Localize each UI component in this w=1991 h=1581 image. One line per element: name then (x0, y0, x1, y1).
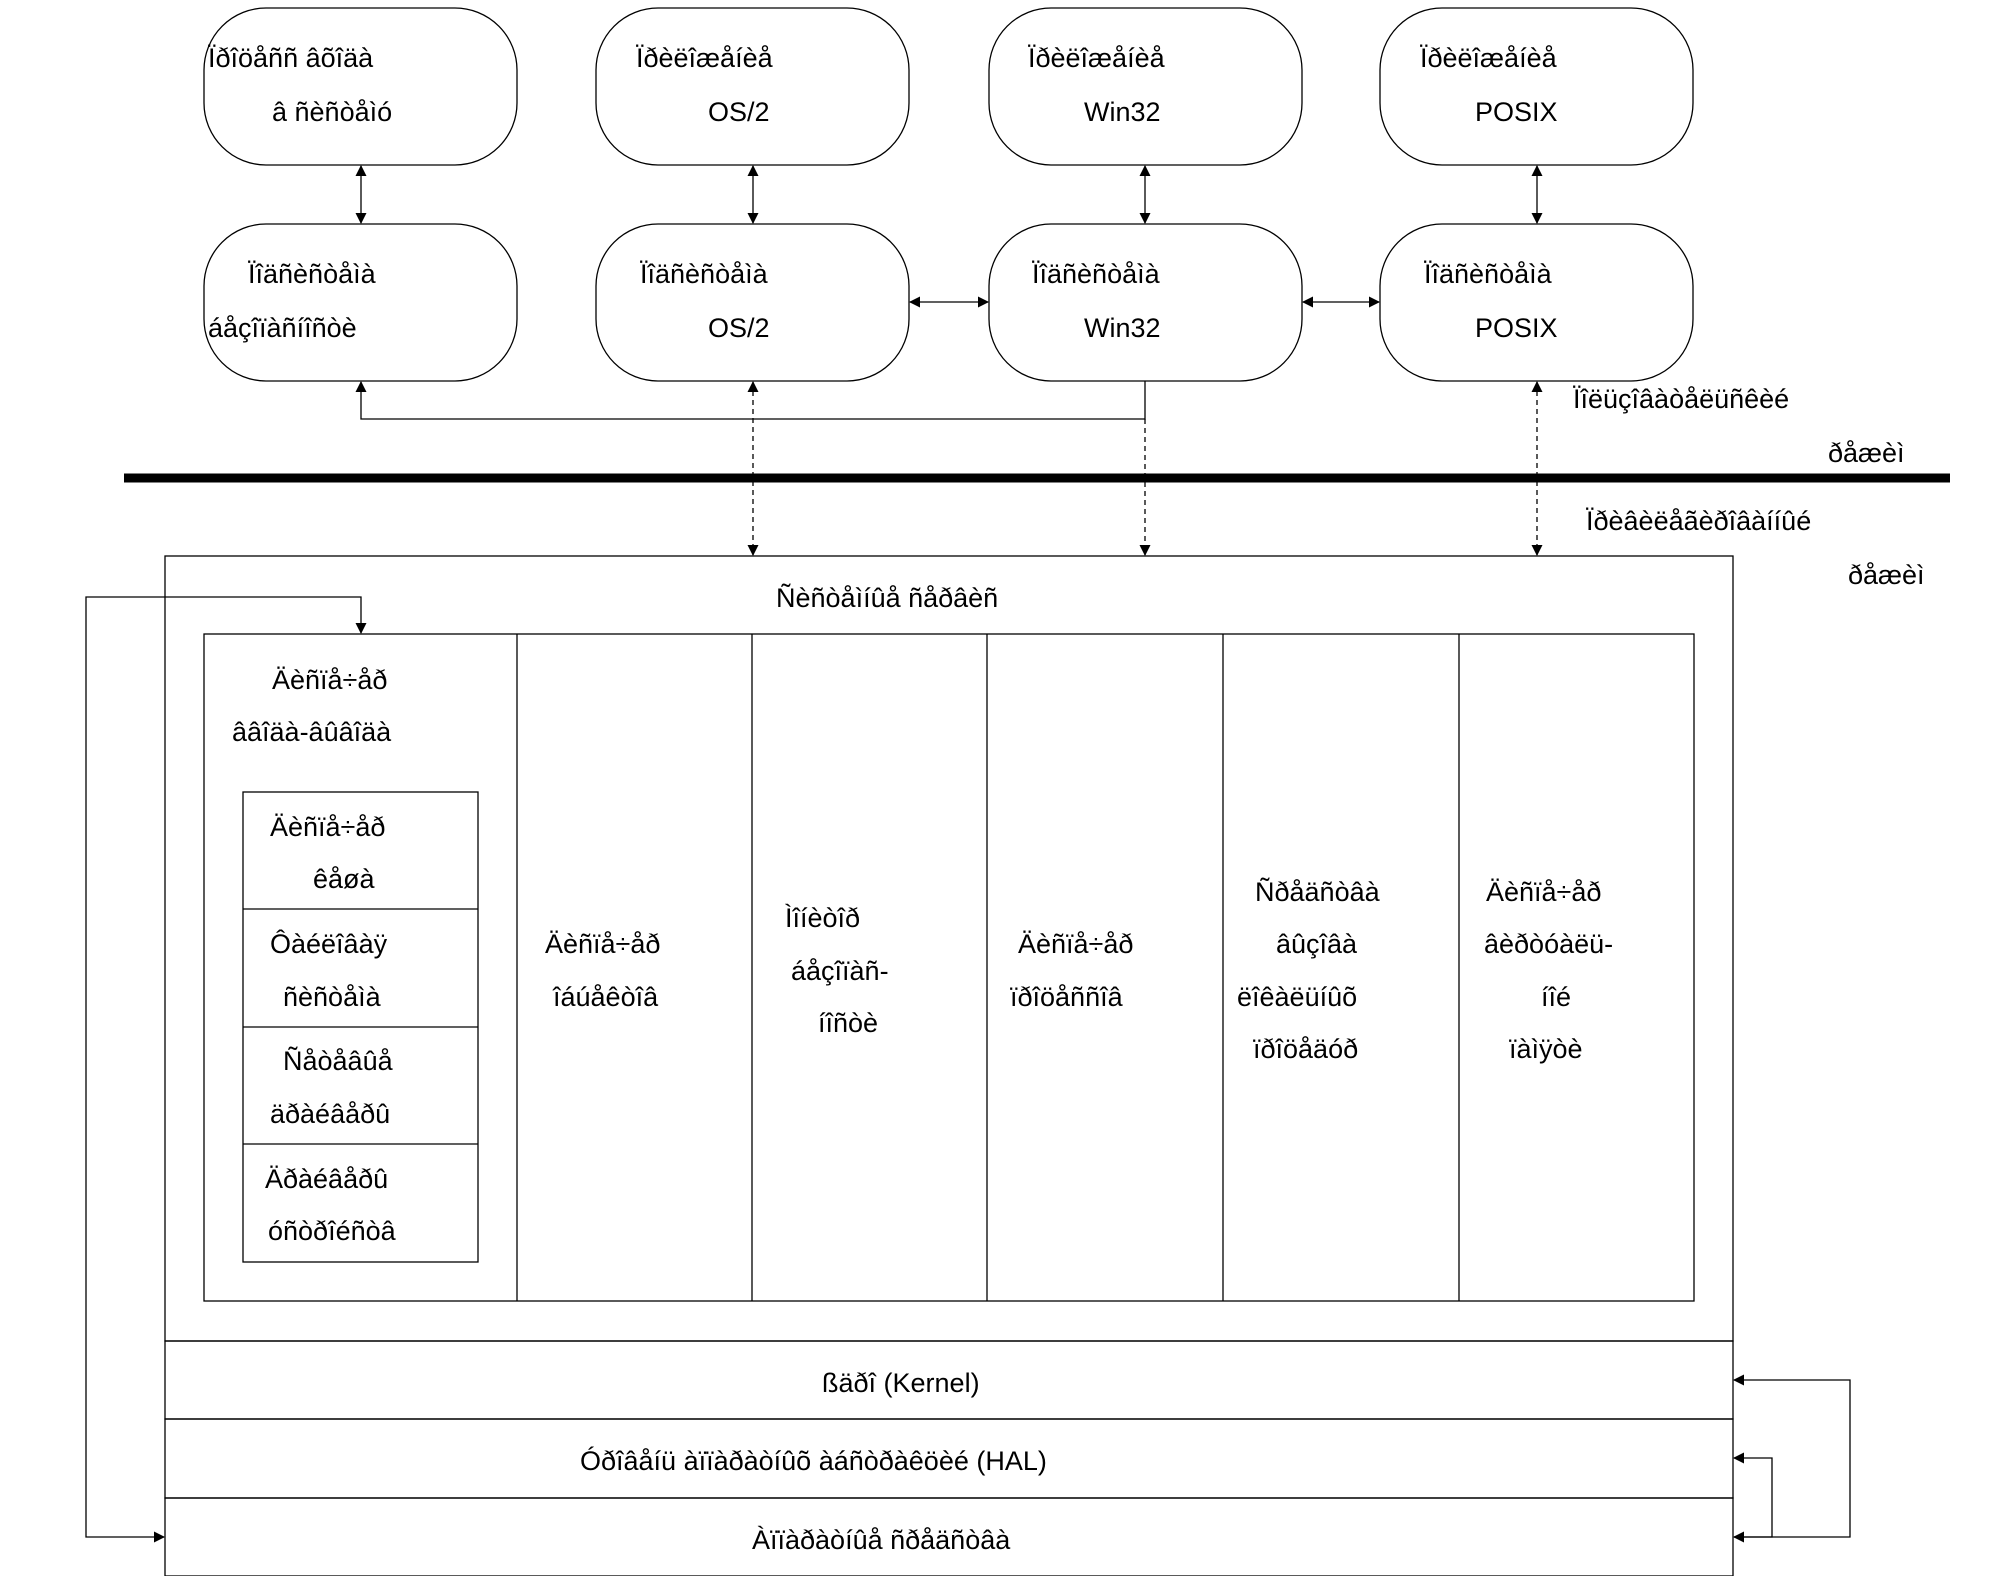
posix-subsystem-line2: POSIX (1475, 313, 1558, 343)
io-manager-line2: ââîäà-âûâîäà (232, 717, 392, 747)
os2-subsystem-box (595, 223, 910, 382)
device-drivers-line2: óñòðîéñòâ (268, 1216, 397, 1246)
os2-app-line1: Ïðèëîæåíèå (636, 43, 774, 73)
user-mode-label-line2: ðåæèì (1828, 438, 1905, 468)
security-subsystem-box (203, 223, 518, 382)
hal-label: Óðîâåíü àïïàðàòíûõ àáñòðàêöèé (HAL) (580, 1445, 1047, 1476)
win32-subsystem-line2: Win32 (1084, 313, 1161, 343)
io-manager-line1: Äèñïå÷åð (272, 665, 387, 695)
hardware-label: Àïïàðàòíûå ñðåäñòâà (752, 1525, 1011, 1555)
posix-subsystem-line1: Ïîäñèñòåìà (1424, 259, 1553, 289)
process-manager-line2: ïðîöåññîâ (1010, 982, 1124, 1012)
vm-manager-line4: ïàìÿòè (1509, 1034, 1583, 1064)
win32-subsystem-box (988, 223, 1303, 382)
os2-subsystem-line2: OS/2 (708, 313, 770, 343)
network-drivers-line1: Ñåòåâûå (283, 1045, 394, 1076)
hardware-to-hal-connector (1733, 1452, 1773, 1538)
user-mode-label-line1: Ïîëüçîâàòåëüñêèé (1573, 384, 1789, 414)
privileged-mode-label-line2: ðåæèì (1848, 560, 1925, 590)
security-monitor-line1: Ìîíèòîð (785, 903, 860, 933)
executive-inner-box (203, 633, 1695, 1302)
object-manager-line1: Äèñïå÷åð (545, 929, 660, 959)
posix-app-line2: POSIX (1475, 97, 1558, 127)
security-subsystem-line2: áåçîïàñíîñòè (208, 313, 357, 343)
process-labels: Ïðîöåññ âõîäà â ñèñòåìó Ïðèëîæåíèå OS/2 … (208, 43, 1558, 127)
posix-application-box (1379, 7, 1694, 166)
posix-app-line1: Ïðèëîæåíèå (1420, 43, 1558, 73)
cache-manager-line1: Äèñïå÷åð (270, 812, 385, 842)
network-drivers-line2: äðàéâåðû (270, 1099, 390, 1129)
executive-labels: Ñèñòåìíûå ñåðâèñ Äèñïå÷åð ââîäà-âûâîäà Ä… (232, 582, 1613, 1246)
os2-subsystem-line1: Ïîäñèñòåìà (640, 259, 769, 289)
win32-app-line1: Ïðèëîæåíèå (1028, 43, 1166, 73)
security-subsystem-line1: Ïîäñèñòåìà (248, 259, 377, 289)
device-drivers-line1: Äðàéâåðû (265, 1164, 388, 1194)
subsystem-labels: Ïîäñèñòåìà áåçîïàñíîñòè Ïîäñèñòåìà OS/2 … (208, 259, 1558, 343)
kernel-label: ßäðî (Kernel) (822, 1368, 980, 1398)
logon-process-line1: Ïðîöåññ âõîäà (208, 43, 374, 73)
security-monitor-line2: áåçîïàñ- (791, 956, 889, 986)
executive-title: Ñèñòåìíûå ñåðâèñ (776, 582, 998, 613)
posix-subsystem-box (1379, 223, 1694, 382)
security-monitor-line3: íîñòè (818, 1008, 878, 1038)
process-manager-line1: Äèñïå÷åð (1018, 929, 1133, 959)
logon-process-line2: â ñèñòåìó (272, 97, 392, 127)
vm-manager-line3: íîé (1541, 982, 1571, 1012)
lpc-line4: ïðîöåäóð (1253, 1034, 1358, 1064)
cache-manager-line2: êåøà (313, 864, 376, 894)
win32-application-box (988, 7, 1303, 166)
lpc-line1: Ñðåäñòâà (1255, 876, 1381, 907)
object-manager-line2: îáúåêòîâ (552, 982, 659, 1012)
file-system-line1: Ôàéëîâàÿ (270, 928, 388, 959)
hardware-to-io-connector (85, 596, 367, 1543)
vm-manager-line2: âèðòóàëü- (1484, 929, 1613, 959)
layer-labels: ßäðî (Kernel) Óðîâåíü àïïàðàòíûõ àáñòðàê… (580, 1368, 1047, 1555)
lpc-line3: ëîêàëüíûõ (1237, 982, 1357, 1012)
win32-subsystem-line1: Ïîäñèñòåìà (1032, 259, 1161, 289)
privileged-mode-label-line1: Ïðèâèëåãèðîâàííûé (1586, 506, 1811, 536)
os2-app-line2: OS/2 (708, 97, 770, 127)
win32-app-line2: Win32 (1084, 97, 1161, 127)
mode-labels: Ïîëüçîâàòåëüñêèé ðåæèì Ïðèâèëåãèðîâàííûé… (1573, 384, 1925, 590)
os2-application-box (595, 7, 910, 166)
vm-manager-line1: Äèñïå÷åð (1486, 877, 1601, 907)
file-system-line2: ñèñòåìà (283, 982, 382, 1012)
hardware-to-kernel-connector (1733, 1374, 1851, 1543)
lpc-line2: âûçîâà (1276, 929, 1358, 959)
logon-process-box (203, 7, 518, 166)
